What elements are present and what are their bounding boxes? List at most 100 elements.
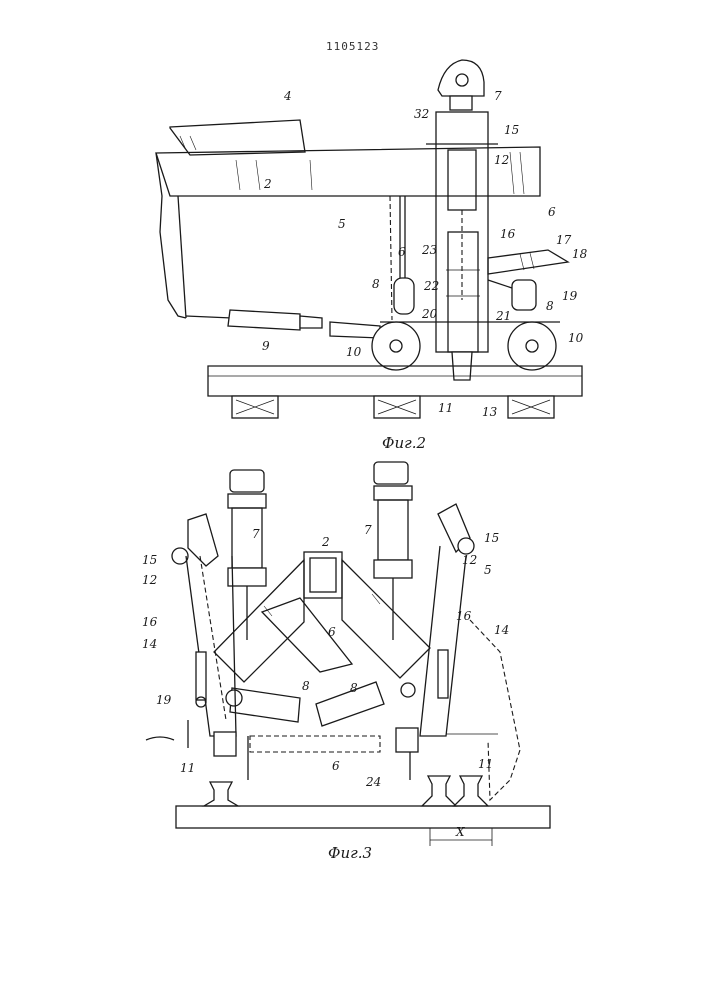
lift-collar xyxy=(450,96,472,110)
label: 11 xyxy=(438,401,453,415)
slot-19-left xyxy=(196,652,206,700)
clamp-left xyxy=(214,732,236,756)
label: 18 xyxy=(572,247,588,261)
label: 10 xyxy=(346,345,362,359)
label: 2 xyxy=(321,535,330,549)
label: 20 xyxy=(421,307,438,321)
label: 8 xyxy=(302,679,310,693)
label: 23 xyxy=(421,243,438,257)
label: 8 xyxy=(372,277,380,291)
label: 8 xyxy=(350,681,358,695)
slot-right xyxy=(438,650,448,698)
wheel-10-left xyxy=(372,322,420,370)
label: 19 xyxy=(156,693,172,707)
label: 14 xyxy=(494,623,509,637)
label: 15 xyxy=(504,123,519,137)
label: 11 xyxy=(478,757,493,771)
label: 7 xyxy=(364,523,372,537)
label: 15 xyxy=(484,531,499,545)
label: 19 xyxy=(562,289,578,303)
label: 5 xyxy=(484,563,492,577)
hatch-line xyxy=(372,594,380,604)
frame-post xyxy=(178,196,186,318)
hatch-line xyxy=(256,160,260,190)
wheel-15-right xyxy=(458,538,474,554)
lift-head xyxy=(438,60,484,96)
link-rod xyxy=(186,316,232,318)
cylinder-9 xyxy=(228,310,300,330)
hatch-line xyxy=(520,152,524,194)
label: 7 xyxy=(494,89,502,103)
arrow-curve xyxy=(146,737,174,740)
pivot xyxy=(226,690,242,706)
rail-head-right xyxy=(422,776,456,806)
pivot-dashed xyxy=(401,683,415,697)
label: 16 xyxy=(456,609,472,623)
label: 32 xyxy=(414,107,429,121)
label: 11 xyxy=(180,761,195,775)
hatch-line xyxy=(310,160,312,190)
hatch-line xyxy=(530,253,534,269)
figure-3: 7 2 7 15 12 16 14 6 8 8 19 11 6 24 15 5 … xyxy=(142,462,550,862)
frame-12-left-top xyxy=(188,514,218,566)
label: 17 xyxy=(556,233,572,247)
hatch-line xyxy=(510,152,514,194)
base-plate xyxy=(176,806,550,828)
label: 16 xyxy=(142,615,158,629)
hidden-line xyxy=(390,196,392,320)
cylinder-7-right xyxy=(378,500,408,560)
dashed-position xyxy=(470,620,520,800)
lift-collar-left xyxy=(228,494,266,508)
lift-collar-right xyxy=(374,486,412,500)
label: 13 xyxy=(482,405,498,419)
lift-head-right xyxy=(374,462,408,484)
label: 12 xyxy=(494,153,509,167)
cylinder-8-left xyxy=(394,278,414,314)
hatch-line xyxy=(520,254,524,270)
label: 22 xyxy=(423,279,439,293)
figure-caption: Фиг.3 xyxy=(328,844,372,862)
hatch-line xyxy=(236,160,240,190)
frame-16-right xyxy=(420,546,466,736)
cylinder-9-rod xyxy=(300,316,322,328)
link-20 xyxy=(488,280,512,288)
label: 15 xyxy=(142,553,157,567)
label: 16 xyxy=(500,227,516,241)
cylinder-7-base-left xyxy=(228,568,266,586)
rail-head-left xyxy=(204,782,238,806)
label: 6 xyxy=(332,759,340,773)
arm-17 xyxy=(488,250,568,274)
cylinder-24 xyxy=(250,736,380,752)
label: 6 xyxy=(548,205,556,219)
label: 21 xyxy=(495,309,511,323)
patent-number: 1105123 xyxy=(326,40,379,53)
wheel-10-right xyxy=(508,322,556,370)
label: 7 xyxy=(252,527,260,541)
figure-2: 4 2 5 6 8 9 10 32 7 15 12 6 16 23 17 18 … xyxy=(156,60,588,452)
cylinder-8-right xyxy=(512,280,536,310)
car-body xyxy=(170,120,305,155)
rail-head-right-2 xyxy=(454,776,488,806)
cylinder-7-base-right xyxy=(374,560,412,578)
label: 12 xyxy=(462,553,477,567)
figure-caption: Фиг.2 xyxy=(382,434,426,452)
label: 24 xyxy=(365,775,381,789)
label: 2 xyxy=(263,177,272,191)
frame-6-center xyxy=(262,598,352,672)
lift-head-left xyxy=(230,470,264,492)
torn-edge-left xyxy=(156,153,186,318)
hatch-line xyxy=(190,136,196,150)
label: 6 xyxy=(328,625,336,639)
label: 5 xyxy=(338,217,346,231)
label: 4 xyxy=(283,89,292,103)
label: 12 xyxy=(142,573,157,587)
cylinder-12 xyxy=(448,150,476,210)
label: 9 xyxy=(262,339,270,353)
cylinder-9-link xyxy=(330,322,380,338)
piston-13 xyxy=(448,232,478,352)
label: X xyxy=(455,825,465,839)
label: 8 xyxy=(546,299,554,313)
wheel-15-left xyxy=(172,548,188,564)
